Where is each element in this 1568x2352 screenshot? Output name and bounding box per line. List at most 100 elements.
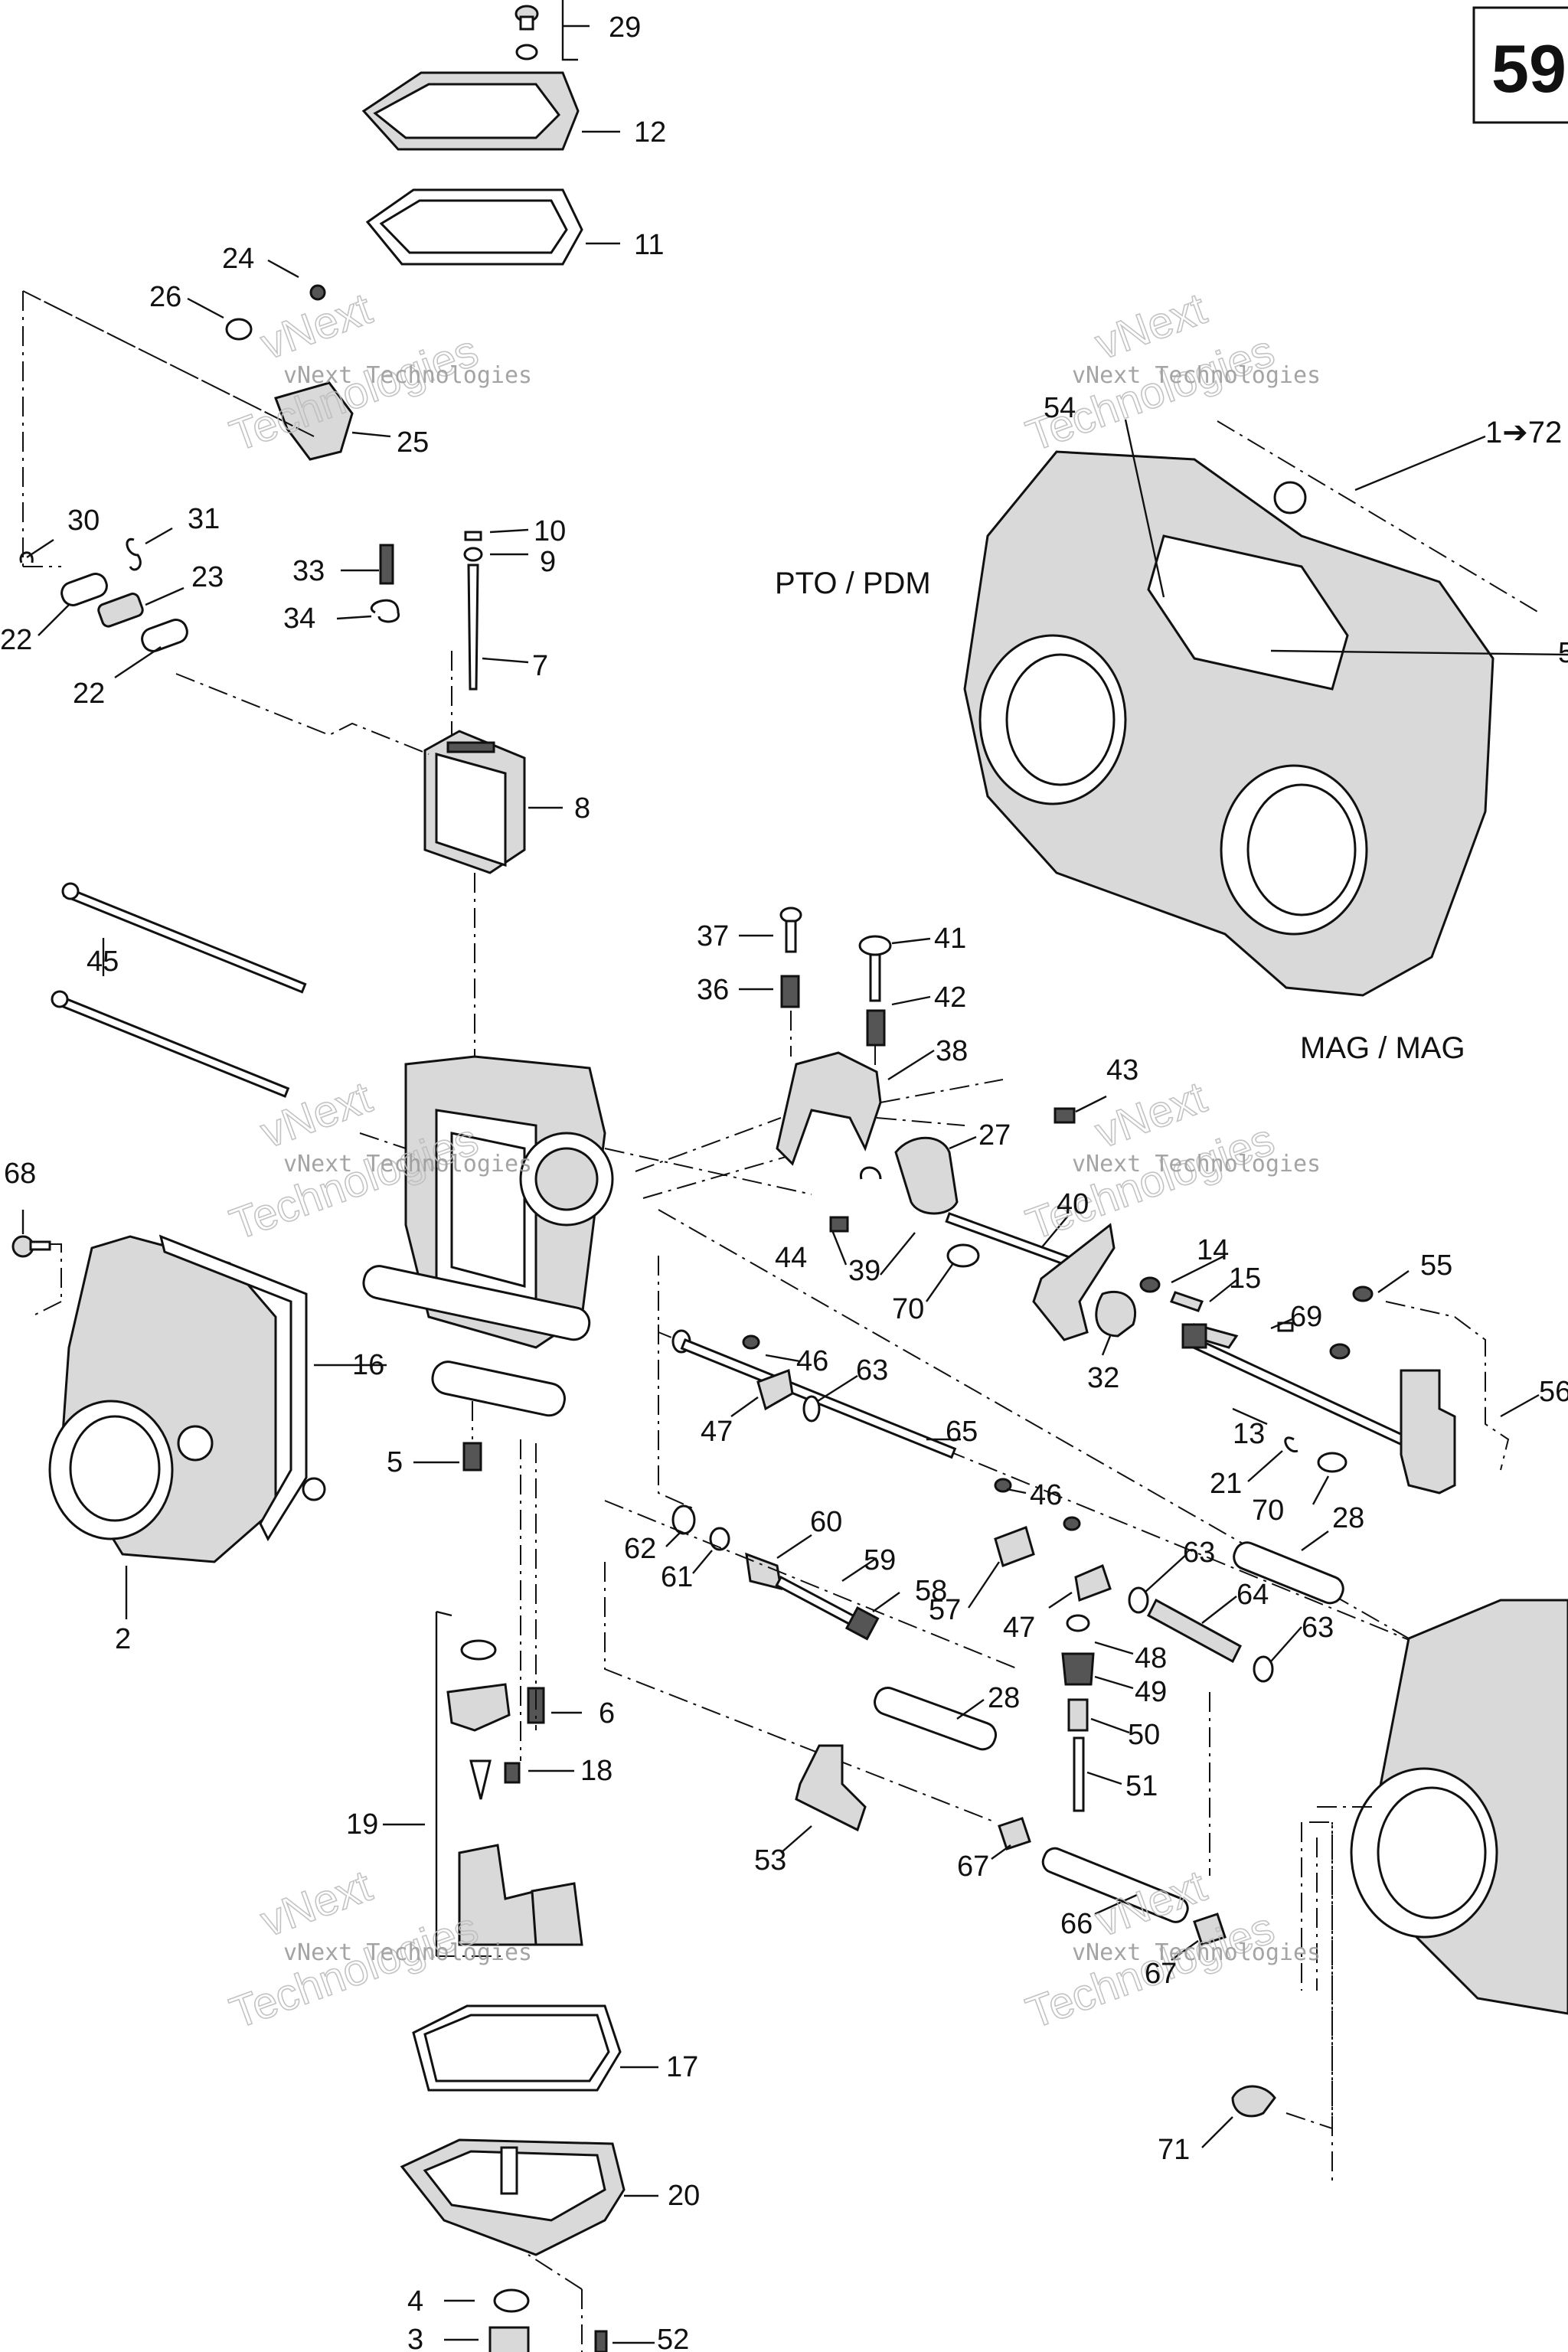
- callout-27: 27: [978, 1119, 1011, 1152]
- pto-label: PTO / PDM: [775, 567, 931, 600]
- callout-61: 61: [661, 1561, 693, 1593]
- assembled-carb-lower: [1350, 1599, 1568, 2015]
- mag-label: MAG / MAG: [1300, 1031, 1465, 1065]
- bowl-gasket: [412, 2004, 622, 2092]
- plug-71: [1231, 2085, 1276, 2118]
- screw-55b: [1329, 1343, 1351, 1360]
- callout-47b: 47: [1003, 1612, 1035, 1644]
- callout-63a: 63: [856, 1354, 888, 1387]
- callout-18: 18: [580, 1755, 612, 1787]
- callout-10: 10: [534, 515, 566, 547]
- svg-text:vNext Technologies: vNext Technologies: [1072, 1151, 1321, 1178]
- callout-11: 11: [634, 229, 664, 261]
- callout-55: 55: [1420, 1250, 1452, 1282]
- callout-64: 64: [1236, 1579, 1269, 1611]
- callout-51: 51: [1125, 1770, 1158, 1802]
- callout-67b: 67: [1145, 1958, 1177, 1990]
- throttle-lever: [945, 1212, 1137, 1341]
- page-number: 59: [1491, 31, 1566, 106]
- callout-70a: 70: [892, 1293, 924, 1325]
- idle-adjuster: [671, 1504, 880, 1641]
- fitting-53: [795, 1744, 867, 1832]
- top-cover: [361, 71, 580, 151]
- callout-63b: 63: [1183, 1537, 1215, 1569]
- svg-text:vNext: vNext: [254, 1860, 378, 1946]
- callout-8: 8: [574, 792, 590, 825]
- link-46-47: [994, 1478, 1112, 1602]
- washer-70b: [1317, 1452, 1348, 1473]
- idle-screw-spring: [1139, 1276, 1294, 1349]
- callout-41: 41: [934, 923, 966, 955]
- throttle-cam-56: [1400, 1369, 1456, 1494]
- shaft-65: [671, 1329, 957, 1459]
- callout-23: 23: [191, 561, 224, 593]
- page-number-box: 59: [1472, 6, 1568, 124]
- callout-31: 31: [188, 503, 220, 535]
- callout-38: 38: [936, 1035, 968, 1067]
- callout-48: 48: [1135, 1642, 1167, 1674]
- callout-52: 52: [657, 2324, 689, 2352]
- callout-30: 30: [67, 505, 100, 537]
- callout-34: 34: [283, 603, 315, 635]
- washer-70a: [946, 1243, 980, 1268]
- clip-21: [1284, 1436, 1298, 1452]
- callout-46a: 46: [796, 1345, 828, 1377]
- horn-gasket: [158, 1234, 326, 1542]
- needle-screw-clip: [370, 531, 483, 691]
- callout-9: 9: [540, 546, 556, 578]
- choke-plunger: [1061, 1614, 1095, 1812]
- callout-70b: 70: [1252, 1494, 1284, 1527]
- callout-4: 4: [407, 2285, 423, 2318]
- drain-plug: [488, 2288, 530, 2352]
- callout-60: 60: [810, 1506, 842, 1538]
- callout-17: 17: [666, 2051, 698, 2083]
- callout-28b: 28: [988, 1682, 1020, 1714]
- link-arms: [19, 537, 188, 652]
- callout-labels: 29 12 11 24 26 25 30 31 23 22 22 33 34 1…: [0, 11, 1568, 2352]
- callout-39: 39: [848, 1255, 880, 1287]
- callout-16: 16: [352, 1349, 384, 1381]
- callout-67a: 67: [957, 1851, 989, 1883]
- float: [458, 1844, 583, 1946]
- svg-text:vNext Technologies: vNext Technologies: [283, 1151, 532, 1178]
- callout-24: 24: [222, 243, 254, 275]
- callout-66: 66: [1060, 1908, 1093, 1940]
- callout-36: 36: [697, 974, 729, 1006]
- callout-25: 25: [397, 426, 429, 459]
- svg-text:vNext Technologies: vNext Technologies: [1072, 362, 1321, 389]
- callout-62: 62: [624, 1533, 656, 1565]
- callout-7: 7: [532, 650, 548, 682]
- spring-64-washers: [1128, 1586, 1274, 1683]
- callout-44: 44: [775, 1242, 807, 1274]
- callout-43: 43: [1106, 1054, 1138, 1086]
- screw-55a: [1352, 1285, 1374, 1302]
- callout-40: 40: [1057, 1188, 1089, 1220]
- callout-57: 57: [929, 1594, 961, 1626]
- long-bolts: [51, 882, 307, 1098]
- callout-56: 56: [1539, 1376, 1568, 1408]
- callout-6: 6: [599, 1697, 615, 1730]
- clamps-67: [998, 1817, 1227, 1946]
- callout-12: 12: [634, 116, 666, 149]
- shaft-28a: [1233, 1541, 1344, 1605]
- screw-44: [829, 1216, 849, 1233]
- assembled-carburetors: [963, 450, 1494, 997]
- callout-14: 14: [1197, 1234, 1229, 1266]
- callout-20: 20: [668, 2180, 700, 2212]
- callout-53: 53: [754, 1844, 786, 1877]
- callout-5-right: 5: [1558, 637, 1568, 669]
- callout-42: 42: [934, 982, 966, 1014]
- callout-47a: 47: [701, 1416, 733, 1448]
- callout-28a: 28: [1332, 1502, 1364, 1534]
- callout-46b: 46: [1030, 1479, 1062, 1511]
- callout-33: 33: [292, 555, 325, 587]
- callout-22b: 22: [73, 678, 105, 710]
- float-valve: [446, 1639, 545, 1800]
- callout-65: 65: [946, 1416, 978, 1448]
- svg-text:vNext Technologies: vNext Technologies: [1072, 1939, 1321, 1966]
- callout-58: 58: [915, 1575, 947, 1607]
- callout-22a: 22: [0, 624, 32, 656]
- svg-text:vNext Technologies: vNext Technologies: [283, 362, 532, 389]
- callout-63c: 63: [1302, 1612, 1334, 1644]
- callout-32: 32: [1087, 1362, 1119, 1394]
